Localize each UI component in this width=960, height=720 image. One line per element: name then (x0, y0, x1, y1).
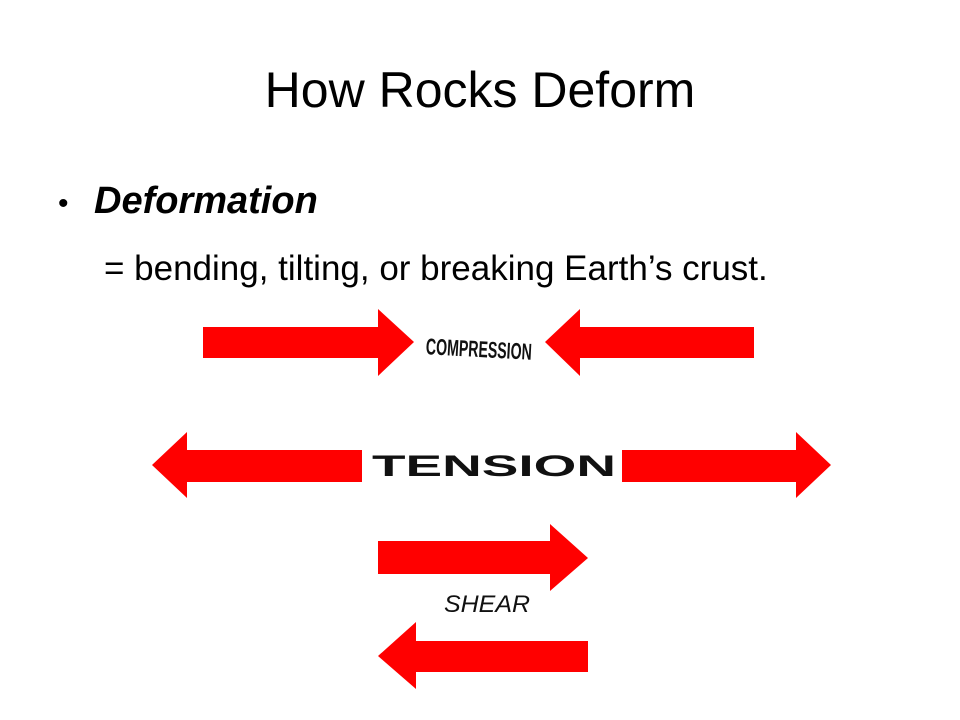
compression-left-arrow-icon (545, 309, 754, 376)
shear-left-arrow-icon (378, 622, 588, 689)
compression-label: COMPRESSION (425, 333, 532, 365)
tension-label: TENSION (372, 450, 616, 483)
compression-right-arrow-icon (203, 309, 414, 376)
shear-right-arrow-icon (378, 524, 588, 591)
shear-label: SHEAR (444, 591, 530, 618)
tension-left-arrow-icon (152, 432, 362, 498)
definition-text: = bending, tilting, or breaking Earth’s … (104, 249, 768, 288)
slide-title: How Rocks Deform (264, 62, 696, 118)
bullet-term: Deformation (94, 180, 318, 222)
bullet-dot-icon: • (58, 187, 69, 220)
tension-right-arrow-icon (622, 432, 831, 498)
bullet-item: • Deformation (58, 180, 318, 223)
